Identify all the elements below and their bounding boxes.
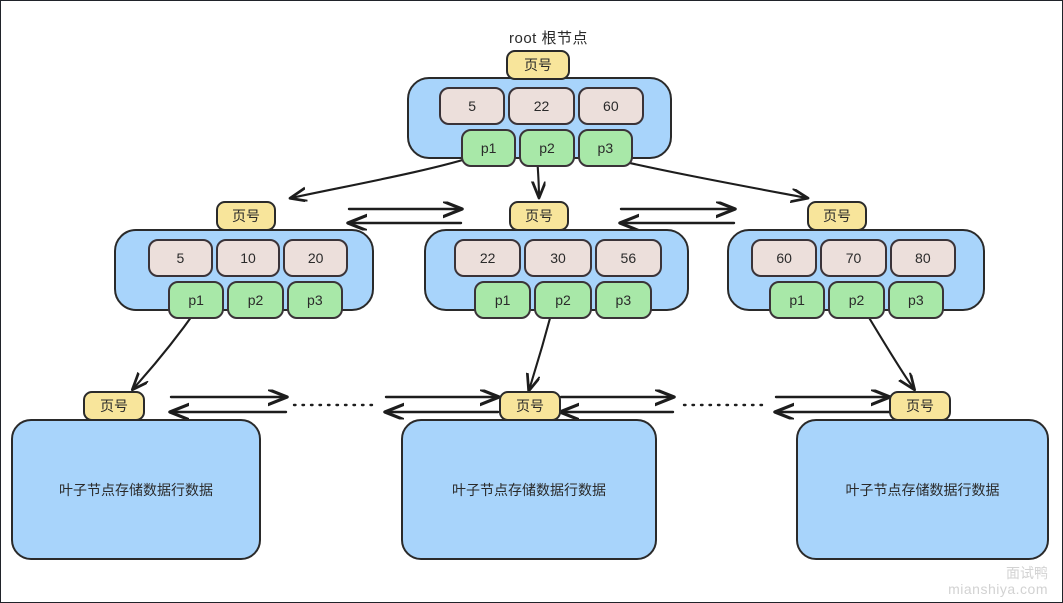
internal-middle-pointer-0: p1	[474, 281, 532, 319]
root-pointer-0: p1	[461, 129, 517, 167]
watermark-brand: 面试鸭	[1006, 565, 1048, 581]
internal-right-pointer-2: p3	[887, 281, 944, 319]
internal-left-pointer-1: p2	[227, 281, 284, 319]
leaf-middle: 叶子节点存储数据行数据	[401, 419, 657, 560]
node-internal-right: 60 70 80 p1 p2 p3	[727, 229, 985, 319]
watermark-url: mianshiya.com	[948, 581, 1048, 597]
root-title: root 根节点	[509, 30, 589, 47]
internal-middle-pointer-1: p2	[534, 281, 592, 319]
page-chip-leaf-left: 页号	[83, 391, 145, 421]
root-key-1: 22	[508, 87, 575, 125]
internal-middle-key-2: 56	[594, 239, 662, 277]
node-root: 5 22 60 p1 p2 p3	[407, 77, 672, 167]
internal-left-key-0: 5	[148, 239, 213, 277]
internal-left-pointer-2: p3	[286, 281, 343, 319]
node-internal-left: 5 10 20 p1 p2 p3	[114, 229, 374, 319]
page-chip-leaf-middle: 页号	[499, 391, 561, 421]
internal-right-keys-row: 60 70 80	[751, 239, 956, 277]
internal-right-key-1: 70	[820, 239, 887, 277]
leaf-right: 叶子节点存储数据行数据	[796, 419, 1049, 560]
root-keys-row: 5 22 60	[439, 87, 644, 125]
internal-middle-key-1: 30	[524, 239, 592, 277]
page-chip-internal-left: 页号	[216, 201, 276, 231]
internal-middle-pointer-2: p3	[594, 281, 652, 319]
root-key-2: 60	[577, 87, 644, 125]
page-chip-leaf-right: 页号	[889, 391, 951, 421]
internal-middle-keys-row: 22 30 56	[454, 239, 662, 277]
page-chip-root: 页号	[506, 50, 570, 80]
internal-right-pointer-0: p1	[769, 281, 826, 319]
root-pointer-1: p2	[519, 129, 575, 167]
page-chip-internal-right: 页号	[807, 201, 867, 231]
page-chip-internal-middle: 页号	[509, 201, 569, 231]
leaf-right-text: 叶子节点存储数据行数据	[845, 481, 1000, 498]
internal-right-key-0: 60	[751, 239, 818, 277]
internal-middle-key-0: 22	[454, 239, 522, 277]
root-key-0: 5	[439, 87, 506, 125]
internal-right-pointers-row: p1 p2 p3	[769, 281, 944, 319]
internal-right-key-2: 80	[889, 239, 956, 277]
leaf-left: 叶子节点存储数据行数据	[11, 419, 261, 560]
leaf-left-text: 叶子节点存储数据行数据	[59, 481, 213, 498]
root-pointers-row: p1 p2 p3	[461, 129, 633, 167]
leaf-middle-text: 叶子节点存储数据行数据	[452, 481, 606, 498]
internal-left-pointers-row: p1 p2 p3	[168, 281, 343, 319]
node-internal-middle: 22 30 56 p1 p2 p3	[424, 229, 689, 319]
internal-left-keys-row: 5 10 20	[148, 239, 349, 277]
internal-right-pointer-1: p2	[828, 281, 885, 319]
internal-left-pointer-0: p1	[168, 281, 225, 319]
internal-left-key-2: 20	[283, 239, 349, 277]
internal-middle-pointers-row: p1 p2 p3	[474, 281, 652, 319]
root-pointer-2: p3	[577, 129, 633, 167]
internal-left-key-1: 10	[215, 239, 281, 277]
